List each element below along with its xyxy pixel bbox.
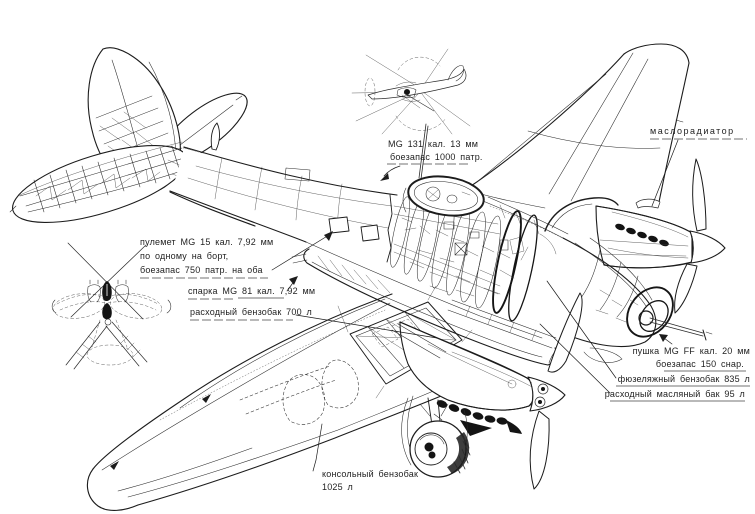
label-mg81: спарка MG 81 кал. 7,92 мм (188, 286, 315, 296)
fuselage-window (328, 216, 350, 234)
mgff-cannon-barrel (649, 317, 704, 337)
tail-unit (9, 47, 263, 227)
fuselage (169, 123, 713, 364)
port-wing (86, 293, 499, 511)
main-bulkhead (492, 210, 522, 314)
oil-radiator-intake (635, 198, 661, 209)
wing-spar (101, 302, 391, 471)
tire-tread (453, 427, 471, 474)
leader-arrow (659, 334, 668, 342)
label-fuselage-fuel-tank: фюзеляжный бензобак 835 л (618, 374, 750, 384)
elevator-tip (210, 122, 220, 151)
cutaway-edge (386, 194, 393, 263)
wing-root-fairing (544, 197, 619, 232)
leader-arrow (324, 231, 333, 241)
starboard-propeller (674, 158, 726, 314)
front-view-inset (51, 242, 172, 370)
nose-interior (595, 289, 639, 323)
port-engine (391, 292, 583, 490)
mgff-ball-mount (638, 310, 654, 326)
port-propeller (527, 292, 583, 490)
mg131-barrel (418, 123, 429, 180)
starboard-engine (595, 158, 726, 314)
fuselage-seams (187, 157, 393, 231)
label-oil-radiator: маслорадиатор (650, 126, 735, 136)
stabilizer-webs (35, 168, 161, 201)
label-outer-wing-tank: консольный бензобак (322, 469, 418, 479)
spinner (689, 230, 726, 264)
leader-arrow (289, 276, 298, 285)
label-mgff: боезапас 150 снар. (656, 359, 744, 369)
side-view-inset (351, 48, 471, 135)
label-mgff: пушка MG FF кал. 20 мм (633, 346, 750, 356)
label-fuel-feed-tank: расходный бензобак 700 л (190, 307, 312, 317)
fuselage-top-edge (183, 146, 398, 196)
interior-equipment (401, 217, 515, 297)
cockpit-canopy (482, 196, 569, 261)
fuselage-window (360, 224, 380, 242)
glazed-nose (548, 237, 713, 364)
fuselage-bottom-edge (169, 190, 307, 243)
oleo-strut (427, 397, 447, 446)
top-hatch (284, 167, 311, 182)
label-oil-feed-tank: расходный масляный бак 95 л (605, 389, 745, 399)
starboard-wing (467, 43, 690, 209)
engine-dot (404, 89, 410, 95)
gondola-hatching (317, 255, 391, 294)
label-mg15: по одному на борт, (140, 251, 228, 261)
nose-glazing-frames (574, 237, 653, 318)
mg81-twin-barrels (291, 253, 308, 264)
nose-cap-ring (626, 286, 674, 338)
chin-bump (583, 347, 623, 363)
aileron-line (117, 447, 253, 492)
landing-gear (401, 395, 471, 478)
stabilizer-ribs (33, 145, 182, 213)
exhaust-stubs-starboard (615, 223, 669, 247)
label-mg131: боезапас 1000 патр. (390, 152, 483, 162)
wing-tank-outlines (239, 359, 359, 425)
spinner (527, 376, 566, 412)
annotations: MG 131 кал. 13 мм боезапас 1000 патр. ма… (140, 126, 750, 492)
label-outer-wing-tank: 1025 л (322, 482, 353, 492)
label-mg15: боезапас 750 патр. на оба (140, 265, 263, 275)
exhaust-stubs-port (436, 400, 508, 425)
label-mg15: пулемет MG 15 кал. 7,92 мм (140, 237, 273, 247)
radio-boxes (443, 221, 509, 256)
label-mg131: MG 131 кал. 13 мм (388, 139, 478, 149)
leader-arrow (380, 173, 389, 181)
flap-line (127, 382, 453, 498)
